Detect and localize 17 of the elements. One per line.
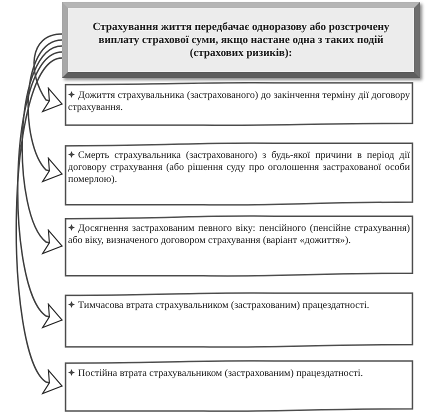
curved-arrow — [17, 51, 63, 328]
header-text: Страхування життя передбачає одноразову або розстрочену виплату страхової суми, якщо настане одна з таких подій (страхових ризиків): — [92, 20, 390, 60]
wavy-banner — [62, 292, 416, 348]
risk-text: Тимчасова втрата страхувальником (застрахованим) працездатності. — [68, 300, 370, 312]
curved-arrow — [22, 45, 63, 254]
header-box — [62, 2, 420, 78]
risk-text: Постійна втрата страхувальником (застрахованим) працездатності. — [68, 368, 364, 380]
curved-arrow — [27, 39, 63, 182]
risk-text: Досягнення застрахованим певного віку: пенсійного (пенсійне страхування) або віку, визначеного договором страхування (варіант «дожиття»). — [68, 223, 410, 247]
risk-text: Дожиття страхувальника (застрахованого) до закінчення терміну дії договору страхування. — [68, 90, 410, 114]
wavy-banner — [62, 142, 416, 206]
risk-text: Смерть страхувальника (застрахованого) з будь-якої причини в період дії договору страхування (або рішення суду про оголошення застрахованої особи померлою). — [68, 150, 410, 186]
wavy-banner — [62, 82, 416, 126]
curved-arrow — [16, 57, 63, 394]
wavy-banner — [62, 215, 416, 277]
curved-arrow — [33, 33, 63, 112]
wavy-banner — [62, 360, 416, 412]
